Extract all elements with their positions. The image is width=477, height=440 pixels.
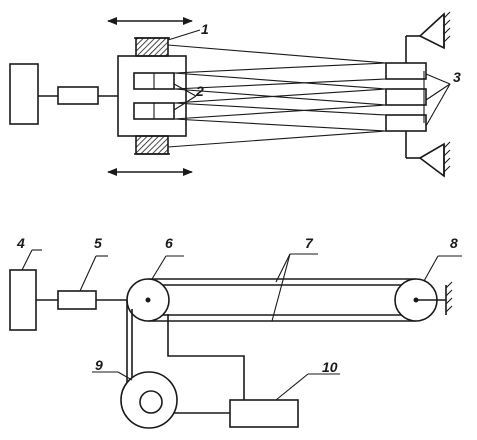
pulley-6-center bbox=[145, 297, 151, 303]
screw-bottom bbox=[135, 135, 169, 155]
top-motor-block bbox=[9, 63, 39, 125]
label-4: 4 bbox=[16, 235, 25, 251]
label-5: 5 bbox=[94, 235, 102, 251]
top-scheme: 1 2 3 bbox=[9, 11, 461, 178]
label-6: 6 bbox=[165, 235, 173, 251]
leader-8 bbox=[423, 255, 439, 282]
top-right-supports bbox=[405, 11, 451, 178]
leader-1 bbox=[167, 29, 201, 41]
leader-5 bbox=[79, 255, 97, 292]
leader-3a bbox=[425, 73, 451, 85]
top-coupling-block bbox=[57, 86, 99, 105]
leader-7a bbox=[275, 253, 291, 283]
pulley-8-support bbox=[445, 281, 453, 315]
pulley-3-middle bbox=[385, 88, 427, 106]
leader-3b bbox=[425, 83, 451, 101]
label-8: 8 bbox=[450, 235, 458, 251]
drum-9-hub bbox=[139, 390, 163, 414]
leader-2b bbox=[173, 95, 197, 111]
block-4 bbox=[9, 269, 37, 331]
pulley-3-top bbox=[385, 62, 427, 80]
label-2: 2 bbox=[195, 83, 204, 99]
label-9: 9 bbox=[95, 357, 103, 373]
carriage-frame bbox=[117, 55, 187, 137]
label-7: 7 bbox=[305, 235, 314, 251]
block-10 bbox=[229, 399, 299, 428]
leader-7b bbox=[271, 253, 291, 322]
leader-10 bbox=[275, 373, 309, 401]
label-10: 10 bbox=[322, 359, 338, 375]
leader-9 bbox=[117, 371, 133, 381]
label-3: 3 bbox=[453, 69, 461, 85]
screw-top bbox=[135, 37, 169, 57]
leader-2a bbox=[173, 83, 197, 97]
pulley-3-bottom bbox=[385, 114, 427, 132]
leader-4 bbox=[21, 249, 33, 271]
bottom-scheme: 4 5 6 7 8 9 10 bbox=[9, 235, 462, 429]
rope-strands bbox=[167, 44, 387, 148]
leader-6 bbox=[151, 255, 167, 280]
block-5 bbox=[57, 290, 97, 310]
leader-3c bbox=[425, 83, 451, 127]
label-1: 1 bbox=[201, 21, 209, 37]
